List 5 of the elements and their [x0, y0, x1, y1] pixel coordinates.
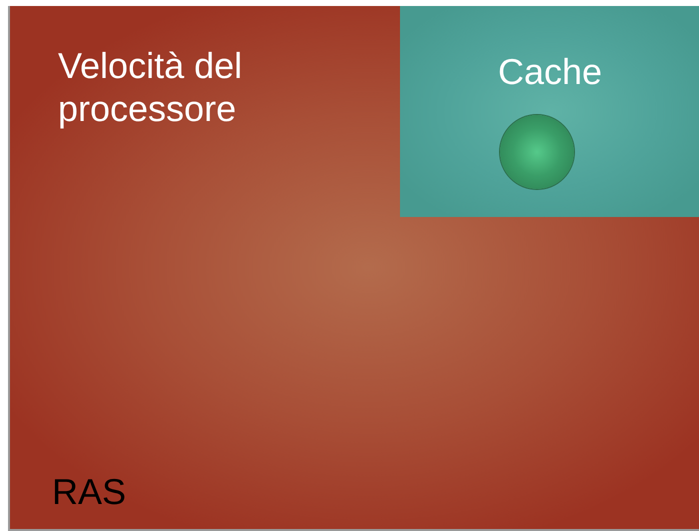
- cache-panel: [400, 6, 699, 217]
- area-label: RAS: [52, 470, 128, 514]
- cache-label: Cache: [496, 50, 604, 94]
- area-label: Velocità del processore: [58, 44, 244, 130]
- area-panel: [8, 6, 699, 531]
